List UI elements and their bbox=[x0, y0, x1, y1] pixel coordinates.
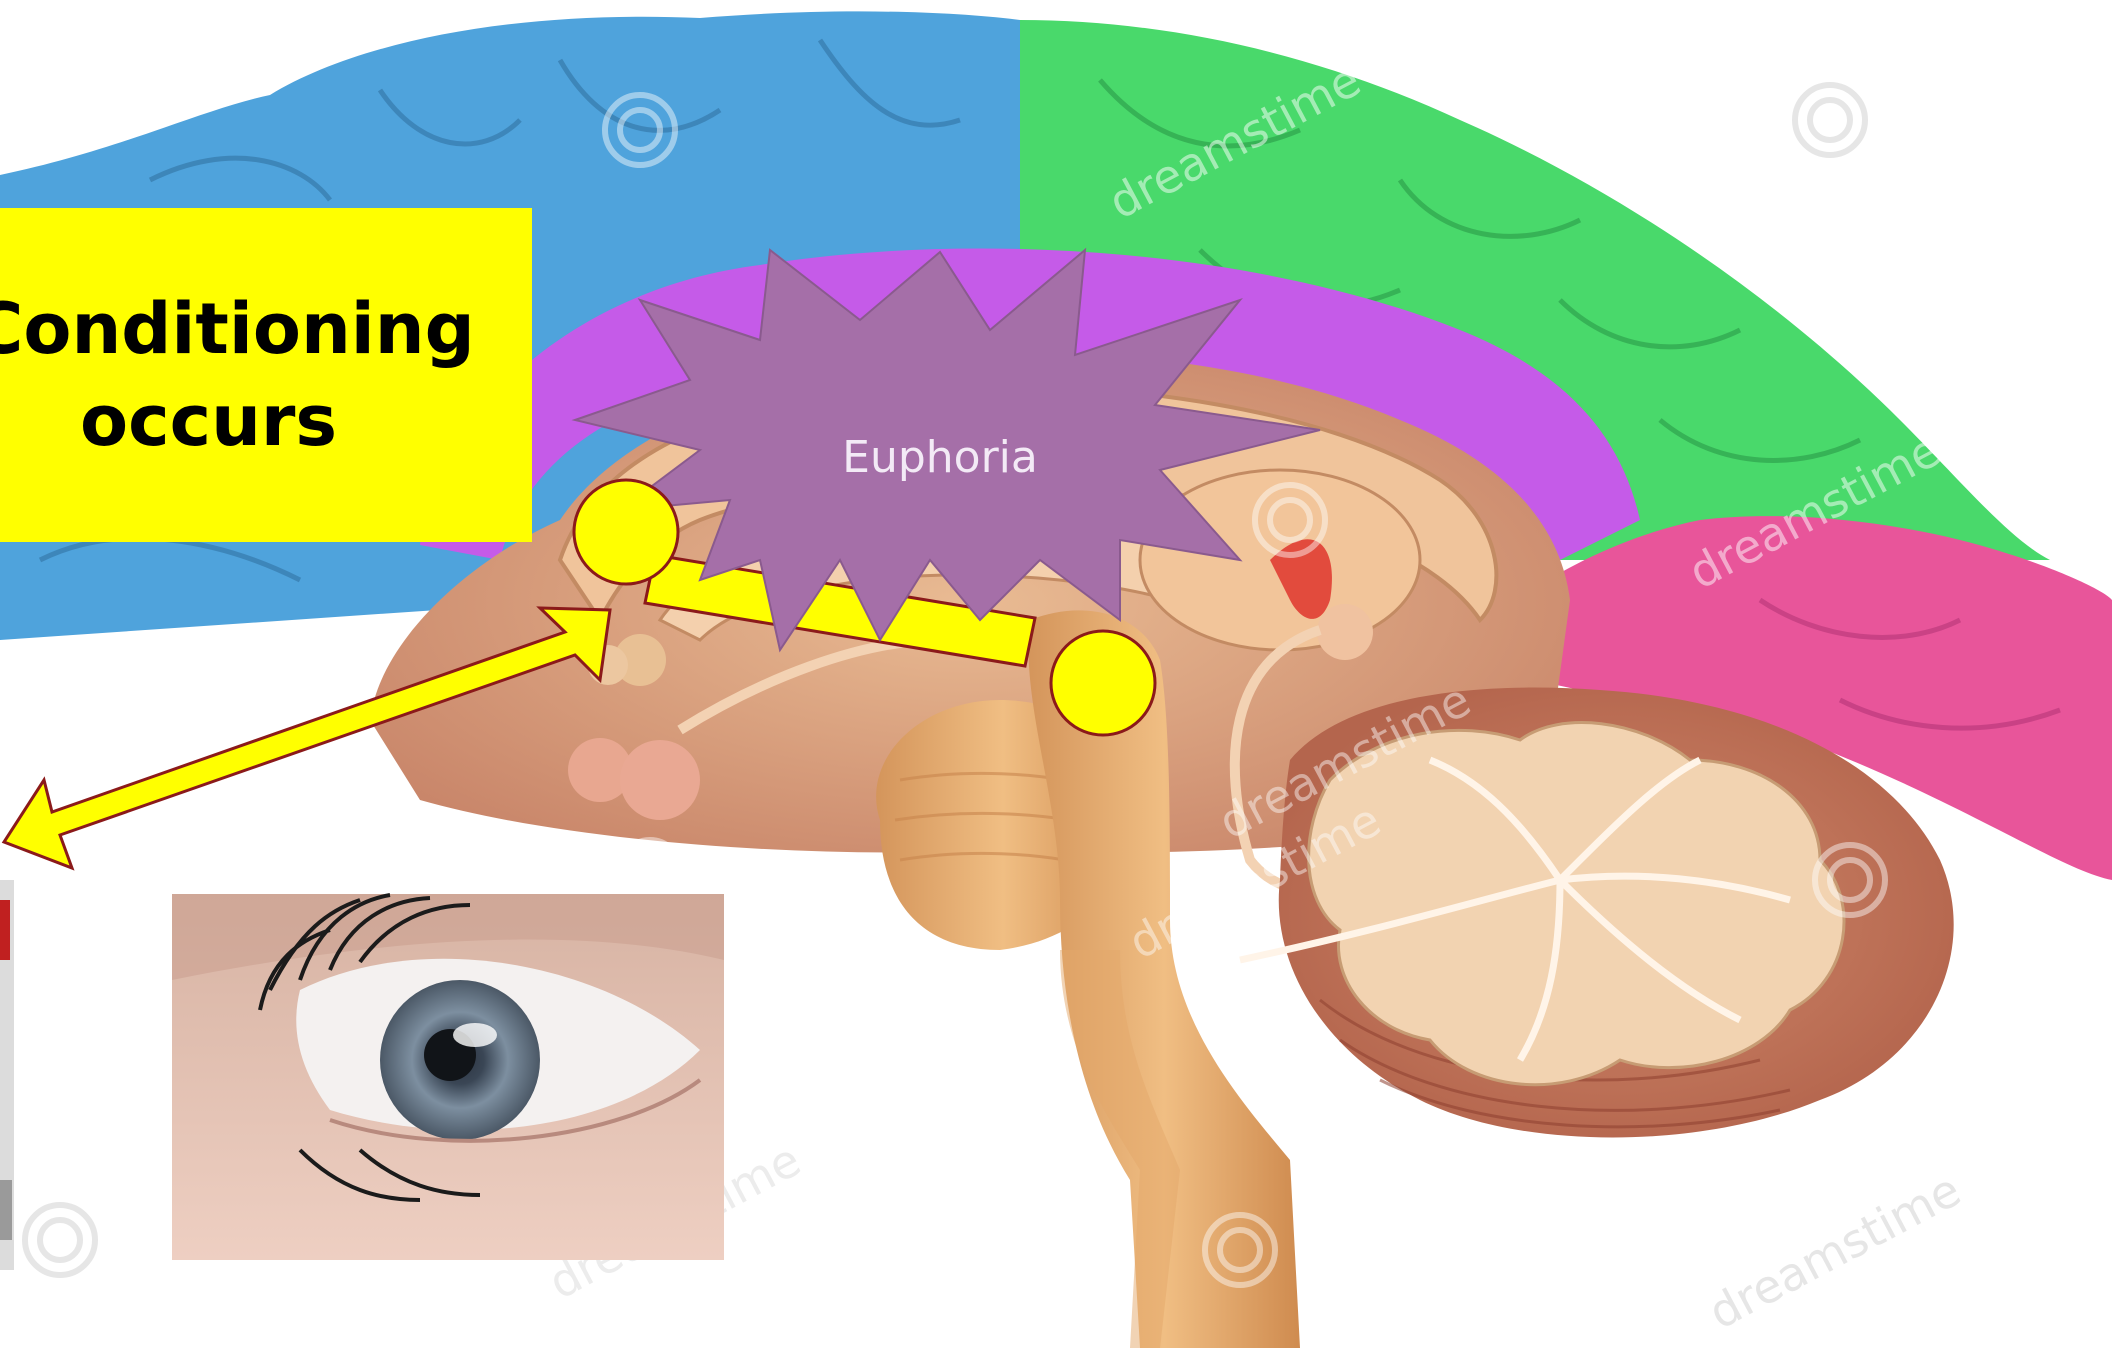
eye-photo bbox=[172, 894, 724, 1260]
pineal-gland bbox=[1317, 604, 1373, 660]
marker-circle-right bbox=[1051, 631, 1155, 735]
callout-line-2: occurs bbox=[80, 375, 337, 467]
marker-circle-left bbox=[574, 480, 678, 584]
euphoria-label: Euphoria bbox=[790, 432, 1090, 483]
conditioning-callout: Conditioning occurs bbox=[0, 208, 532, 542]
mammillary-body-2 bbox=[620, 740, 700, 820]
watermark-text-5: dreamstime bbox=[1700, 1162, 1969, 1339]
bottle-fragment bbox=[0, 880, 14, 1270]
callout-line-1: Conditioning bbox=[0, 283, 475, 375]
